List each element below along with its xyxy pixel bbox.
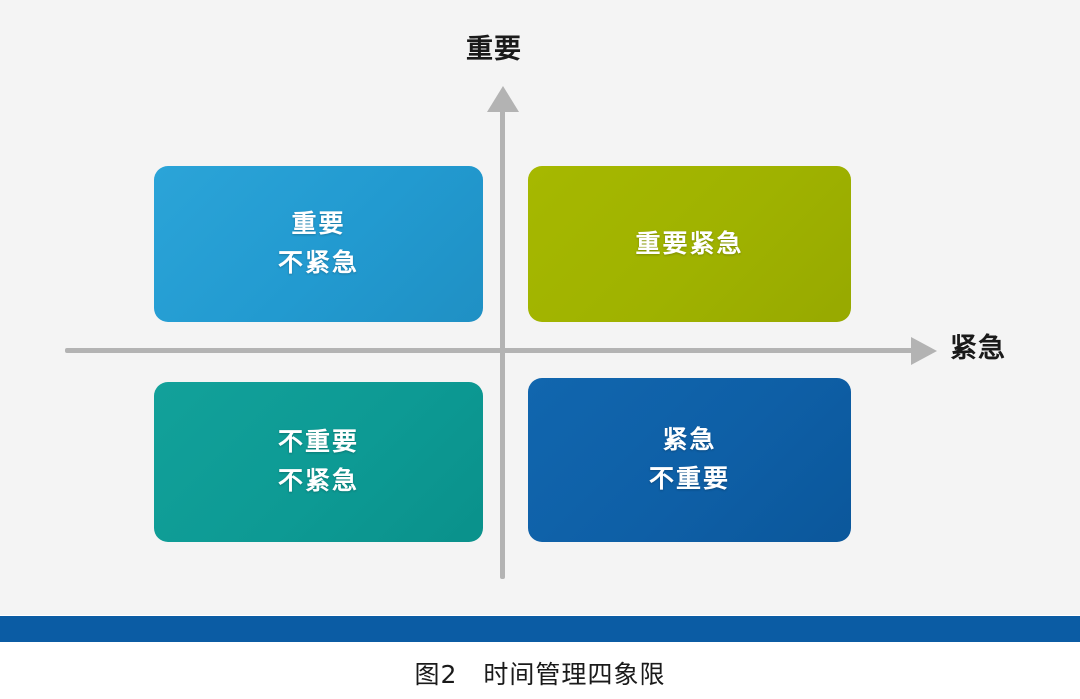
figure-canvas: 重要 紧急 重要 不紧急 重要紧急 不重要 不紧急 紧急 不重要 (0, 0, 1080, 615)
x-axis-line (65, 348, 915, 353)
quadrant-label-line: 重要 (291, 209, 346, 239)
quadrant-urgent-not-important[interactable]: 紧急 不重要 (528, 378, 860, 545)
bottom-rule-divider (0, 616, 1080, 642)
y-axis-label: 重要 (466, 34, 522, 65)
y-axis-arrow-icon (487, 86, 519, 112)
quadrant-label-line: 重要紧急 (635, 228, 744, 258)
quadrant-label-line: 不紧急 (277, 466, 359, 495)
quadrant-important-not-urgent[interactable]: 重要 不紧急 (154, 166, 492, 325)
x-axis-label: 紧急 (950, 333, 1006, 364)
quadrant-not-important-not-urgent[interactable]: 不重要 不紧急 (154, 382, 492, 545)
quadrant-label-line: 紧急 (662, 425, 717, 455)
quadrant-label-line: 不紧急 (277, 248, 359, 277)
y-axis-line (500, 102, 505, 579)
figure-caption: 图2 时间管理四象限 (414, 660, 666, 689)
quadrant-label-line: 不重要 (277, 427, 359, 457)
quadrant-label-line: 不重要 (648, 464, 730, 493)
x-axis-arrow-icon (911, 337, 937, 365)
quadrant-important-urgent[interactable]: 重要紧急 (528, 166, 860, 325)
